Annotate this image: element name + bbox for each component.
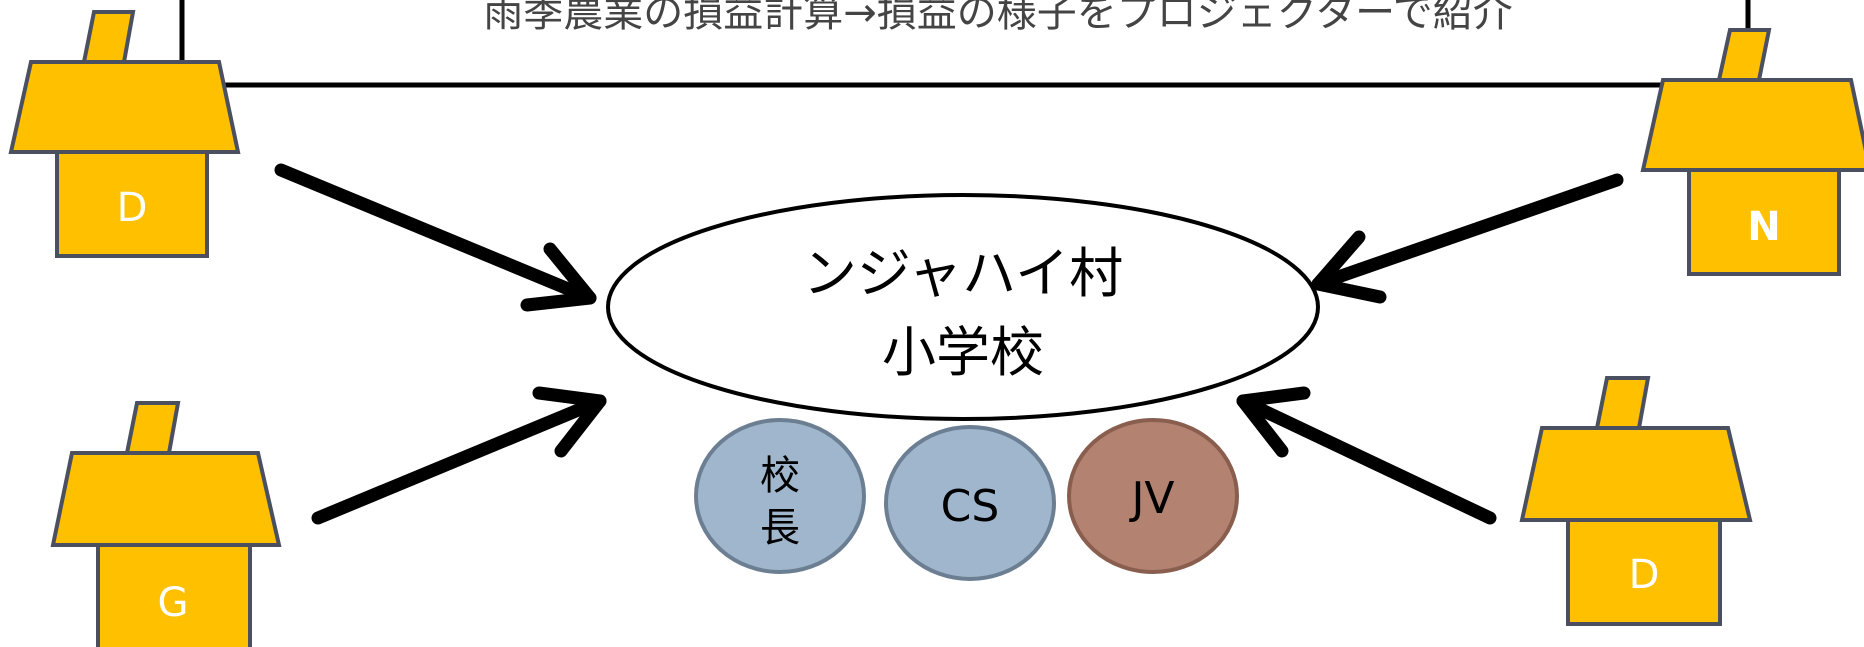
cs-circle <box>884 425 1056 581</box>
house-bottom-right-label: D <box>1629 552 1660 598</box>
cs-label: CS <box>941 481 1000 532</box>
principal-label-line1: 校 <box>760 453 800 499</box>
arrow-top-right <box>1311 173 1624 304</box>
school-node: ンジャハイ村 小学校 <box>606 193 1320 421</box>
chimney <box>1716 28 1772 82</box>
arrows <box>274 163 1624 525</box>
principal-node: 校 長 <box>694 418 866 574</box>
school-ellipse <box>606 193 1320 421</box>
jv-circle <box>1067 418 1239 574</box>
house-body <box>1566 518 1722 626</box>
banner-text: 雨季農業の損益計算→損益の様子をプロジェクターで紹介 <box>483 0 1513 36</box>
house-body <box>55 150 209 258</box>
house-bottom-right <box>1519 376 1753 626</box>
principal-label-line2: 長 <box>760 505 800 551</box>
house-body <box>96 543 252 647</box>
arrow-top-left <box>274 163 597 312</box>
jv-node: JV <box>1067 418 1239 574</box>
arrow-bottom-left <box>311 386 607 525</box>
roof <box>50 451 282 547</box>
house-body <box>1687 168 1841 276</box>
cs-node: CS <box>884 425 1056 581</box>
jv-label: JV <box>1128 473 1174 524</box>
house-bottom-left <box>50 401 282 647</box>
roof <box>8 60 241 154</box>
roof <box>1519 426 1753 522</box>
school-name-line2: 小学校 <box>882 321 1044 384</box>
house-top-right-label: N <box>1747 204 1780 250</box>
chimney <box>124 401 181 455</box>
roof <box>1640 78 1864 172</box>
arrow-bottom-right <box>1236 386 1497 525</box>
house-top-left <box>8 10 241 258</box>
house-bottom-left-label: G <box>158 580 189 626</box>
chimney <box>1594 376 1651 430</box>
school-name-line1: ンジャハイ村 <box>803 242 1123 305</box>
principal-circle <box>694 418 866 574</box>
house-top-left-label: D <box>117 185 148 231</box>
banner-box: 雨季農業の損益計算→損益の様子をプロジェクターで紹介 <box>179 0 1751 88</box>
house-top-right <box>1640 28 1864 276</box>
chimney <box>81 10 136 64</box>
